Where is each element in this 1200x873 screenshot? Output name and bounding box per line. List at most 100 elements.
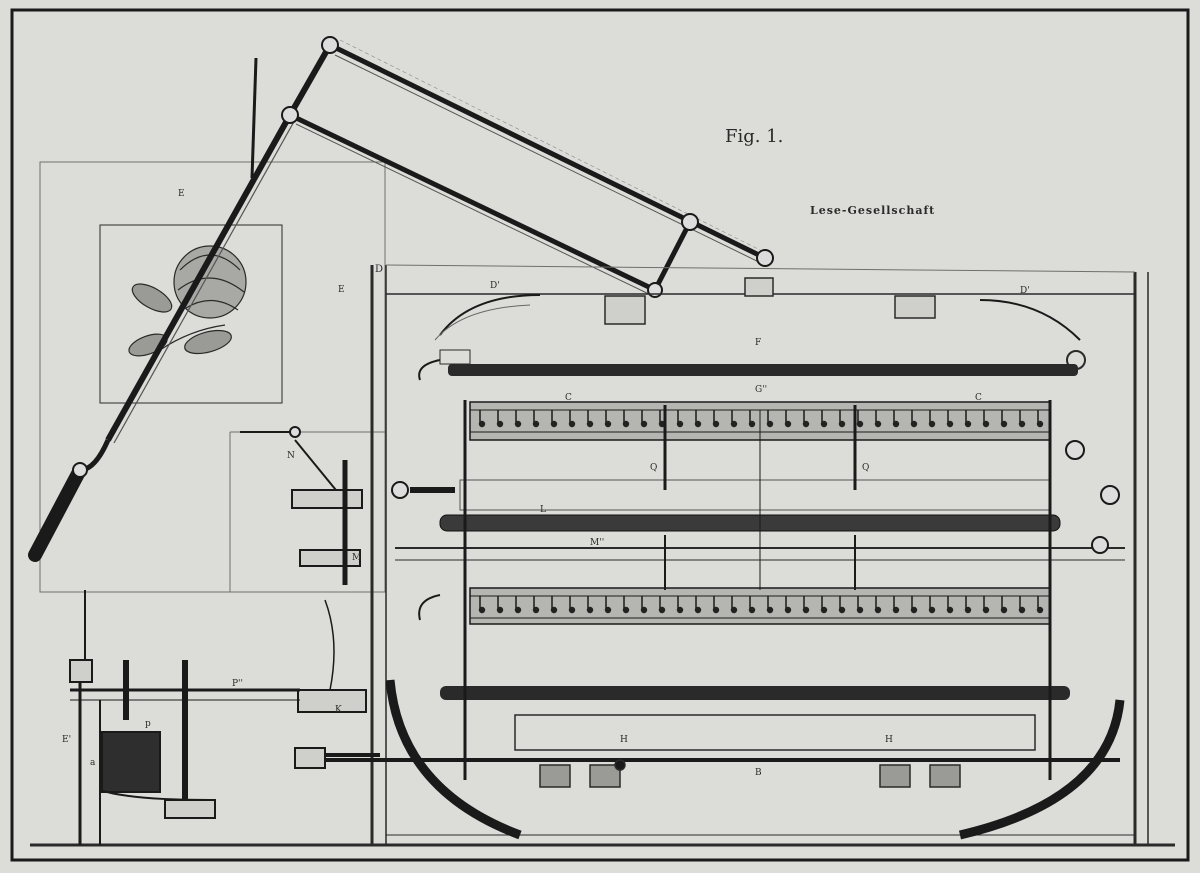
lower-needle-bar: [469, 587, 1051, 625]
needle-tip: [712, 420, 720, 428]
needle-tip: [532, 606, 540, 614]
needle-tip: [946, 420, 954, 428]
needle-tip: [856, 420, 864, 428]
needle-tip: [910, 420, 918, 428]
needle-tip: [496, 606, 504, 614]
needle-tip: [910, 606, 918, 614]
shaft-l: [439, 479, 1061, 532]
needle-tip: [712, 606, 720, 614]
curved-guides: [385, 294, 1125, 840]
label-k: K: [335, 705, 342, 715]
label-l: L: [540, 505, 546, 515]
needle-tip: [766, 420, 774, 428]
needle-tip: [874, 420, 882, 428]
label-g2: G'': [755, 385, 767, 395]
label-n: N: [287, 451, 295, 461]
roller-g: [440, 686, 1070, 700]
treadle-assembly: [69, 590, 380, 845]
needle-tip: [1036, 420, 1044, 428]
needle-tip: [622, 606, 630, 614]
needle-tip: [1000, 606, 1008, 614]
label-c2: C: [975, 393, 982, 403]
needle-tip: [784, 420, 792, 428]
plate-frame: [10, 8, 1190, 862]
needle-tip: [964, 420, 972, 428]
needle-tip: [1018, 420, 1026, 428]
needle-tip: [1036, 606, 1044, 614]
trough-h: [300, 714, 1120, 788]
needle-tip: [982, 606, 990, 614]
vertical-supports: [463, 400, 1052, 780]
needle-tip: [802, 420, 810, 428]
caption-text: Lese-Gesellschaft: [810, 204, 935, 217]
needle-tip: [838, 606, 846, 614]
needle-tip: [928, 606, 936, 614]
needle-tip: [586, 606, 594, 614]
label-q1: Q: [650, 463, 657, 473]
upper-linkage: [281, 36, 774, 298]
needle-tip: [604, 420, 612, 428]
needle-tip: [640, 606, 648, 614]
needle-tip: [604, 606, 612, 614]
needle-tip: [820, 420, 828, 428]
needle-tip: [1000, 420, 1008, 428]
needle-tip: [730, 606, 738, 614]
needle-tip: [856, 606, 864, 614]
needle-tip: [1018, 606, 1026, 614]
needle-tip: [478, 420, 486, 428]
needle-tip: [532, 420, 540, 428]
needle-tip: [748, 606, 756, 614]
needle-tip: [550, 606, 558, 614]
label-d1: D': [490, 281, 500, 291]
needle-tip: [838, 420, 846, 428]
label-e2: E: [338, 285, 345, 295]
needle-tip: [658, 606, 666, 614]
needle-tip: [568, 606, 576, 614]
needle-tip: [478, 606, 486, 614]
needle-tip: [928, 420, 936, 428]
needle-tip: [802, 606, 810, 614]
needle-tip: [676, 420, 684, 428]
needle-row-lower: [478, 596, 1044, 614]
label-h2: H: [885, 735, 893, 745]
needle-tip: [676, 606, 684, 614]
label-q2: Q: [862, 463, 869, 473]
label-f: F: [755, 338, 761, 348]
label-p1: p: [145, 719, 151, 729]
machine-frame: [30, 264, 1175, 847]
label-h1: H: [620, 735, 628, 745]
needle-tip: [964, 606, 972, 614]
needle-tip: [892, 606, 900, 614]
label-m: M: [352, 553, 361, 563]
label-b: B: [755, 768, 762, 778]
crank-mechanism: [240, 426, 1120, 713]
label-c1: C: [565, 393, 572, 403]
needle-tip: [586, 420, 594, 428]
pattern-board: [39, 161, 386, 593]
label-g-lower: G: [452, 687, 459, 697]
needle-tip: [784, 606, 792, 614]
needle-tip: [820, 606, 828, 614]
roller-f: [439, 349, 1086, 376]
needle-tip: [622, 420, 630, 428]
needle-tip: [748, 420, 756, 428]
label-e1: E: [178, 189, 185, 199]
needle-tip: [730, 420, 738, 428]
label-m2: M'': [590, 538, 604, 548]
needle-tip: [694, 606, 702, 614]
needle-tip: [766, 606, 774, 614]
needle-tip: [568, 420, 576, 428]
needle-tip: [694, 420, 702, 428]
label-e-low: E': [62, 735, 71, 745]
figure-label: Fig. 1.: [725, 126, 783, 147]
label-d2: D': [1020, 286, 1030, 296]
needle-tip: [640, 420, 648, 428]
needle-tip: [496, 420, 504, 428]
label-a: a: [90, 758, 96, 768]
needle-tip: [946, 606, 954, 614]
label-d-top: D: [375, 264, 383, 275]
pointer-arm: [28, 57, 297, 562]
needle-tip: [550, 420, 558, 428]
needle-tip: [514, 606, 522, 614]
